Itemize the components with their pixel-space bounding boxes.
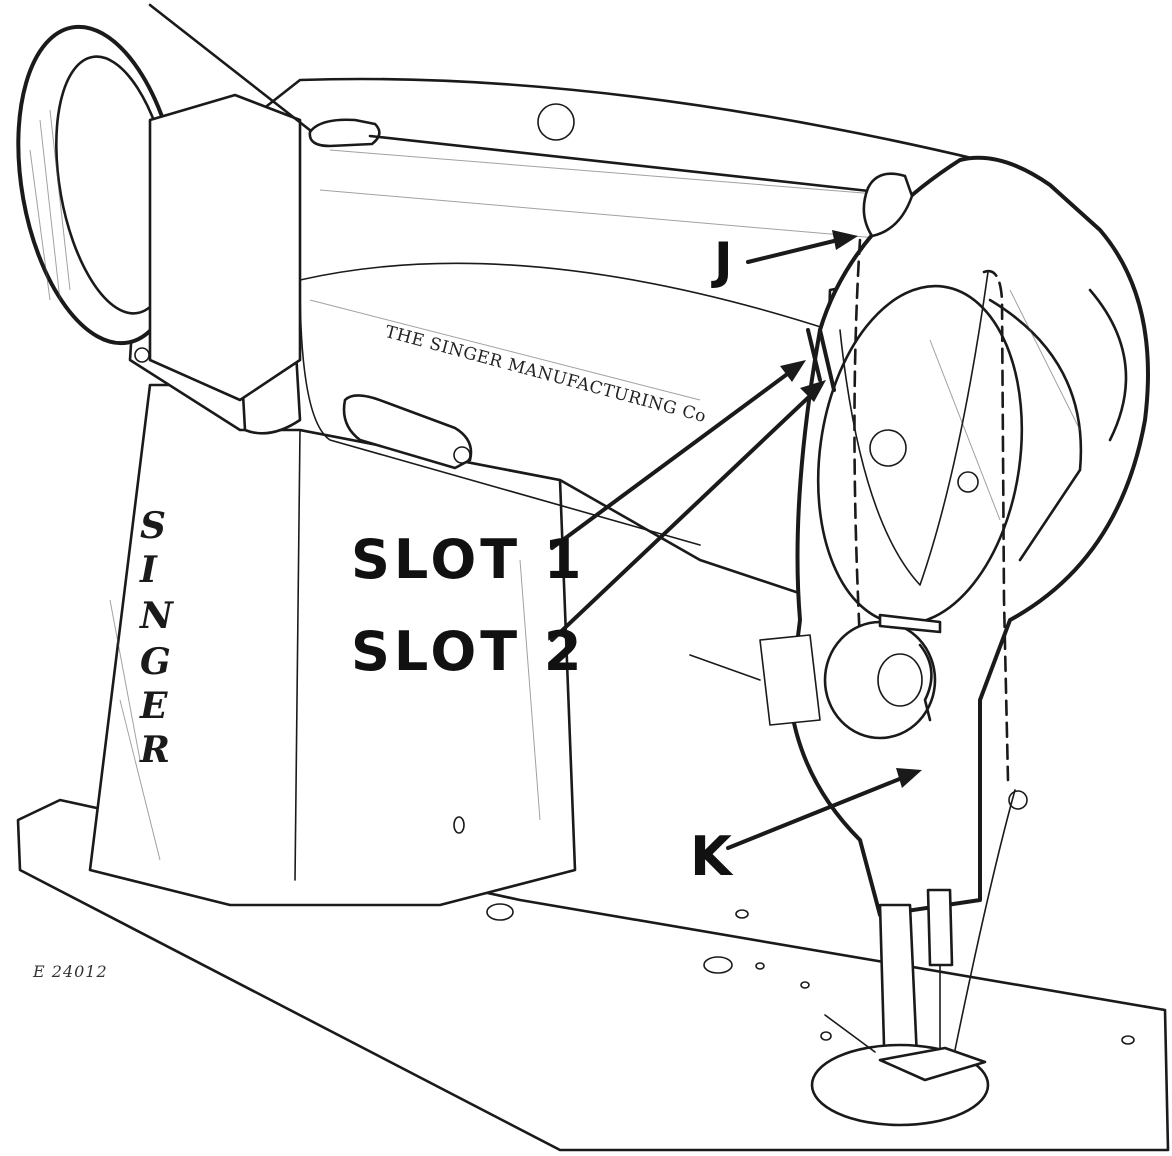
bed-hole [800,981,810,989]
stitch-regulator-slot [342,394,473,470]
presser-foot [878,1046,987,1082]
thread-guide-j [862,172,914,238]
figure-code: E 24012 [33,962,108,981]
foot-shank [824,1014,876,1053]
brand-letter: I [140,549,157,591]
thread-path-right [982,269,1010,782]
bed-hole [735,909,749,919]
bed-hole [820,1031,832,1041]
bed-front-edge [19,869,561,1151]
brand-letter: N [140,595,173,637]
top-thread-guide [308,118,381,148]
callout-j: J [714,232,737,290]
regulator-knob [453,446,471,464]
needle-clamp [926,888,954,967]
needle-bar-guide [1008,790,1028,810]
pillar-screw [453,816,465,834]
callout-slot-1: SLOT 1 [351,528,586,591]
tension-bracket [759,634,821,726]
thread-across-arm [368,134,880,194]
bed-hole [1121,1035,1135,1045]
oil-cap [537,103,575,141]
brand-letter: R [140,729,170,771]
arrow-j [746,230,858,264]
arm-panel-top [299,262,831,331]
brand-letter: S [140,505,166,547]
thread-take-up [839,271,989,586]
face-inner-plate [988,298,1083,562]
wheel-hub [148,93,302,402]
bed-hole [486,903,514,921]
tension-slots [806,328,836,392]
face-screw-2 [957,471,979,493]
brand-letter: E [140,685,168,727]
arrow-slot1 [550,360,806,550]
presser-lever [689,654,761,681]
tension-bar [878,613,942,634]
callout-slot-2: SLOT 2 [351,620,586,683]
bed-hole [755,962,765,970]
thread-to-needle [954,789,1016,1051]
take-up-lever-cover [1088,288,1128,442]
thread-path-left [853,238,882,714]
check-spring [918,643,933,722]
thread-top [148,3,322,140]
bed-hole [703,956,733,974]
callout-k: K [690,825,736,888]
pillar-edge [294,429,301,881]
arrow-slot2 [550,380,826,642]
tension-disc [823,620,937,740]
brand-letter: G [140,641,171,683]
brand-vertical-text: S I N G E R [140,505,200,775]
tension-nut [877,653,923,707]
arrow-k [726,768,922,850]
bed-right-edge [1164,1009,1169,1151]
face-screw [869,429,907,467]
